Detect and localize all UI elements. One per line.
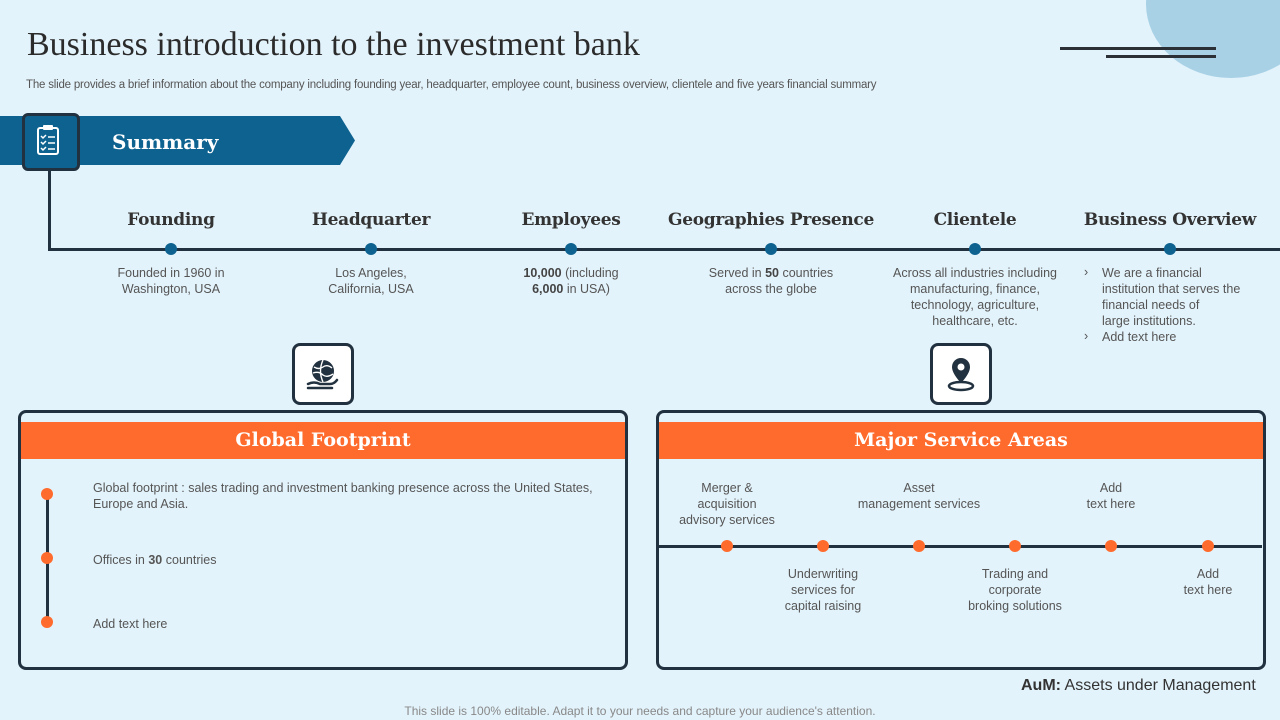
employees-text: 10,000 (including 6,000 in USA) [523,266,619,296]
timeline-dot [765,243,777,255]
geographies-text: Served in 50 countries across the globe [708,266,834,296]
service-timeline-line [658,545,1262,548]
founding-heading: Founding [127,210,215,230]
headquarter-text: Los Angeles, California, USA [328,266,414,296]
timeline-dot [1164,243,1176,255]
business-overview-list: We are a financial institution that serv… [1084,264,1264,345]
business-overview-heading: Business Overview [1083,210,1257,230]
clipboard-checklist-icon [37,125,59,155]
service-item-top: Asset management services [857,481,981,511]
footprint-item: Global footprint : sales trading and inv… [93,481,593,511]
major-service-areas-panel: Major Service Areas [656,410,1266,670]
service-dot [721,540,733,552]
global-footprint-panel: Global Footprint [18,410,628,670]
aum-note: AuM: Assets under Management [1021,677,1256,694]
service-dot [1202,540,1214,552]
timeline-dot [365,243,377,255]
list-item: We are a financial institution that serv… [1084,264,1264,329]
footprint-item: Add text here [93,617,168,631]
location-icon-box [930,343,992,405]
timeline-dot [969,243,981,255]
globe-hand-icon [306,359,339,390]
timeline-line [48,248,1280,251]
footprint-dot [41,552,53,564]
timeline-dot [165,243,177,255]
service-item-bottom: Trading and corporate broking solutions [968,567,1062,613]
service-dot [913,540,925,552]
founding-text: Founded in 1960 in Washington, USA [117,266,225,296]
footprint-dot [41,616,53,628]
clientele-text: Across all industries including manufact… [893,266,1057,328]
location-pin-icon [947,358,975,392]
service-item-bottom: Add text here [1183,567,1233,597]
headquarter-heading: Headquarter [311,210,431,230]
footprint-dot [41,488,53,500]
employees-heading: Employees [521,210,621,230]
list-item: Add text here [1084,328,1264,345]
decorative-line [1106,55,1216,58]
decorative-circle [1146,0,1280,78]
summary-label: Summary [112,130,219,154]
timeline-dot [565,243,577,255]
summary-icon-box [22,113,80,171]
service-item-top: Merger & acquisition advisory services [679,481,775,527]
geographies-heading: Geographies Presence [667,210,875,230]
service-dot [1105,540,1117,552]
service-dot [817,540,829,552]
major-service-areas-title: Major Service Areas [659,422,1263,459]
globe-icon-box [292,343,354,405]
decorative-line [1060,47,1216,50]
page-title: Business introduction to the investment … [27,26,640,63]
service-item-bottom: Underwriting services for capital raisin… [784,567,862,613]
footer-note: This slide is 100% editable. Adapt it to… [404,704,876,718]
global-footprint-title: Global Footprint [21,422,625,459]
service-dot [1009,540,1021,552]
footprint-item: Offices in 30 countries [93,553,217,567]
clientele-heading: Clientele [933,210,1017,230]
page-subtitle: The slide provides a brief information a… [26,79,877,91]
service-item-top: Add text here [1086,481,1136,511]
timeline-connector [48,168,51,251]
